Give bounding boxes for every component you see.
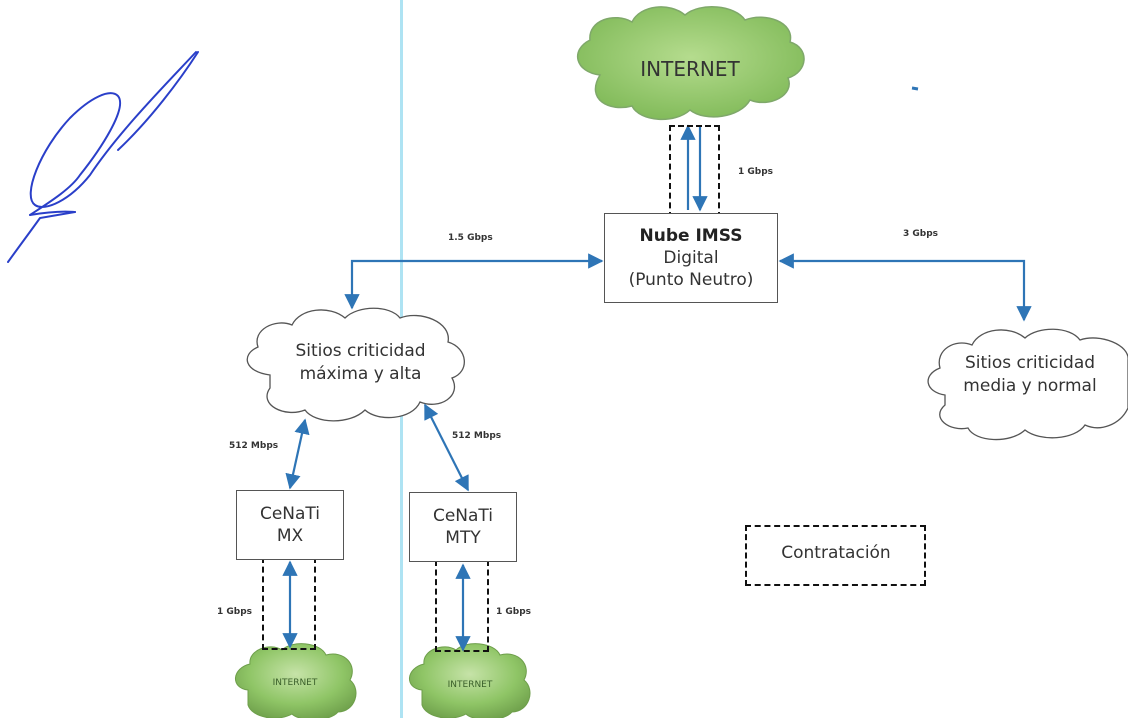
cenati-mty-line1: CeNaTi xyxy=(432,506,494,526)
bw-sitios-mx: 512 Mbps xyxy=(229,441,279,451)
cenati-mx-line2: MX xyxy=(276,526,304,546)
bw-nube-sitios-media: 3 Gbps xyxy=(903,229,939,239)
internet-mx-label: INTERNET xyxy=(272,678,318,688)
cenati-mty-label: CeNaTi MTY xyxy=(409,492,517,562)
contract-box-internet-nube xyxy=(669,125,720,218)
internet-mty-label: INTERNET xyxy=(447,680,493,690)
arrow-sitios-mx xyxy=(285,418,310,490)
bw-mx-internet: 1 Gbps xyxy=(217,607,253,617)
internet-mx-cloud xyxy=(235,643,357,718)
internet-top-cloud xyxy=(576,6,805,121)
nube-imss-line2: Digital xyxy=(663,248,719,268)
legend-dashed-box xyxy=(745,525,926,586)
arrow-nube-sitios-media xyxy=(778,253,1032,322)
nube-imss-line1: Nube IMSS xyxy=(639,226,743,246)
sitios-media-line1: Sitios criticidad xyxy=(964,353,1096,373)
sitios-media-label: Sitios criticidad media y normal xyxy=(945,352,1115,398)
signature-scribble xyxy=(7,51,199,263)
cenati-mty-line2: MTY xyxy=(445,528,481,548)
cenati-mx-line1: CeNaTi xyxy=(259,504,321,524)
stray-mark xyxy=(911,86,919,91)
bw-nube-sitios-max: 1.5 Gbps xyxy=(448,233,493,243)
cenati-mx-box xyxy=(236,490,344,560)
internet-mty-cloud xyxy=(409,643,531,718)
nube-imss-line3: (Punto Neutro) xyxy=(628,270,754,290)
bw-internet-nube: 1 Gbps xyxy=(738,167,774,177)
sitios-max-label: Sitios criticidad máxima y alta xyxy=(268,340,453,386)
arrow-sitios-mty xyxy=(424,403,469,492)
legend-label: Contratación xyxy=(781,543,891,563)
bw-sitios-mty: 512 Mbps xyxy=(452,431,502,441)
sitios-max-cloud xyxy=(246,307,465,422)
sitios-max-line1: Sitios criticidad xyxy=(295,341,426,361)
cenati-mty-box xyxy=(409,492,517,562)
internet-top-label: INTERNET xyxy=(640,57,740,81)
sitios-media-cloud xyxy=(927,328,1128,441)
sitios-media-line2: media y normal xyxy=(963,376,1097,396)
contract-box-mx-internet xyxy=(262,557,316,650)
arrow-nube-sitios-max xyxy=(344,253,604,310)
contract-box-mty-internet xyxy=(435,560,489,652)
nube-imss-box xyxy=(604,213,778,303)
cenati-mx-label: CeNaTi MX xyxy=(236,490,344,560)
sitios-max-line2: máxima y alta xyxy=(299,364,422,384)
nube-imss-label: Nube IMSS Digital (Punto Neutro) xyxy=(604,213,778,303)
bw-mty-internet: 1 Gbps xyxy=(496,607,532,617)
